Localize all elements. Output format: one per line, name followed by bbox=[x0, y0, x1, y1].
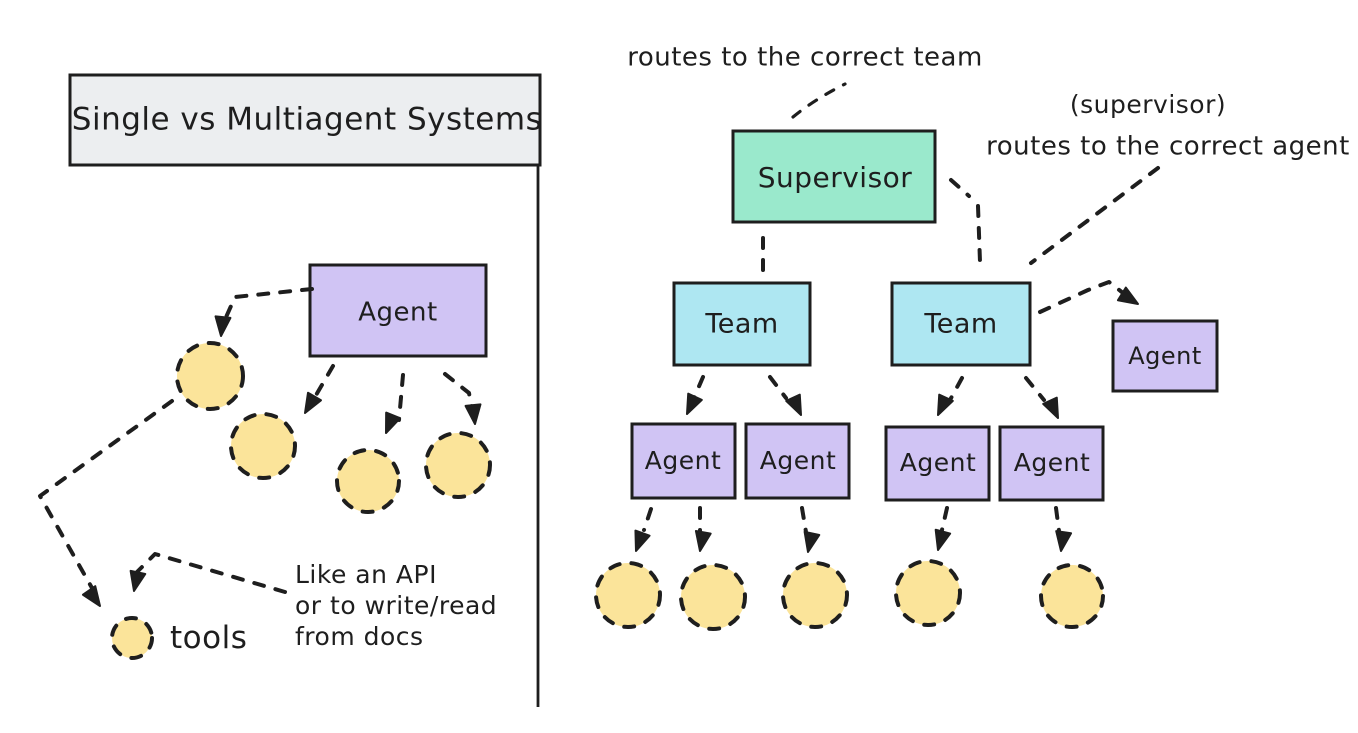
tool-circle bbox=[781, 561, 849, 629]
arrow-agent3-tool4 bbox=[940, 506, 949, 532]
arrowhead-icon bbox=[1116, 286, 1139, 305]
arrowhead-icon bbox=[937, 393, 954, 416]
note-line-2: or to write/read bbox=[295, 591, 497, 620]
arrowhead-icon bbox=[686, 392, 703, 415]
arrowhead-icon bbox=[1055, 530, 1073, 552]
solo-agent-box bbox=[1111, 319, 1219, 393]
agent4-label: Agent bbox=[1014, 448, 1091, 477]
arrow-agent-to-tool4 bbox=[443, 372, 474, 412]
tools-label: tools bbox=[170, 620, 247, 656]
arrow-agent-to-tool1 bbox=[221, 287, 314, 326]
single-agent-label: Agent bbox=[358, 298, 437, 328]
arrowhead-icon bbox=[214, 315, 232, 337]
tools-circle bbox=[110, 616, 154, 660]
agent2-box bbox=[744, 422, 851, 500]
arrow-agent-to-tool3 bbox=[397, 373, 405, 422]
arrow-team2-agent3 bbox=[948, 376, 964, 402]
arrowhead-icon bbox=[385, 411, 402, 434]
team2-label: Team bbox=[923, 309, 997, 340]
annotation-supervisor: (supervisor) bbox=[1070, 90, 1226, 119]
note-line-1: Like an API bbox=[295, 560, 437, 589]
tool-circle bbox=[335, 448, 401, 514]
arrowhead-icon bbox=[634, 529, 651, 552]
tool-circle bbox=[679, 563, 747, 631]
page-title: Single vs Multiagent Systems bbox=[72, 102, 542, 138]
annotation-routes-team: routes to the correct team bbox=[627, 43, 983, 73]
tool-circle bbox=[894, 559, 962, 627]
supervisor-box bbox=[731, 129, 937, 224]
arrowhead-icon bbox=[1042, 396, 1059, 419]
note-line-3: from docs bbox=[295, 622, 424, 651]
arrowhead-icon bbox=[464, 403, 482, 425]
supervisor-label: Supervisor bbox=[758, 161, 913, 194]
tool-circle bbox=[229, 412, 297, 480]
annotation-routes-agent: routes to the correct agent bbox=[986, 132, 1350, 162]
tool-circle bbox=[424, 431, 492, 499]
arrow-tool1-to-tools bbox=[38, 399, 174, 590]
agent3-box bbox=[884, 425, 991, 502]
tool-circle bbox=[175, 341, 245, 411]
arrow-team1-agent1 bbox=[692, 375, 705, 400]
annotation-agent-pointer bbox=[1029, 166, 1160, 265]
solo-agent-label: Agent bbox=[1128, 342, 1202, 370]
arrowhead-icon bbox=[81, 585, 101, 607]
arrowhead-icon bbox=[304, 391, 322, 414]
arrowhead-icon bbox=[803, 530, 821, 553]
arrow-note-to-tools bbox=[135, 552, 287, 594]
arrowhead-icon bbox=[785, 393, 802, 416]
team1-label: Team bbox=[704, 309, 778, 340]
arrow-agent4-tool5 bbox=[1054, 506, 1061, 533]
team1-box bbox=[672, 281, 812, 367]
arrow-team1-agent2 bbox=[768, 375, 788, 400]
tool-circle bbox=[594, 561, 662, 629]
tool-circle bbox=[1039, 563, 1105, 629]
arrowhead-icon bbox=[129, 569, 147, 592]
agent1-label: Agent bbox=[645, 446, 722, 475]
connector-supervisor-team2 bbox=[949, 178, 982, 264]
agent1-box bbox=[630, 422, 737, 500]
arrow-team2-to-solo-agent bbox=[1038, 280, 1125, 314]
agent4-box bbox=[998, 425, 1105, 502]
title-box bbox=[68, 73, 542, 167]
arrow-team2-agent4 bbox=[1024, 376, 1046, 402]
agent2-label: Agent bbox=[760, 446, 837, 475]
arrowhead-icon bbox=[934, 528, 952, 551]
single-agent-box bbox=[308, 263, 488, 358]
arrow-agent2-tool3 bbox=[800, 506, 808, 534]
annotation-team-pointer bbox=[791, 82, 847, 119]
team2-box bbox=[890, 281, 1032, 367]
agent3-label: Agent bbox=[900, 448, 977, 477]
arrow-agent1-tool1 bbox=[642, 507, 653, 532]
arrow-agent-to-tool2 bbox=[310, 364, 335, 404]
arrowhead-icon bbox=[694, 529, 712, 552]
